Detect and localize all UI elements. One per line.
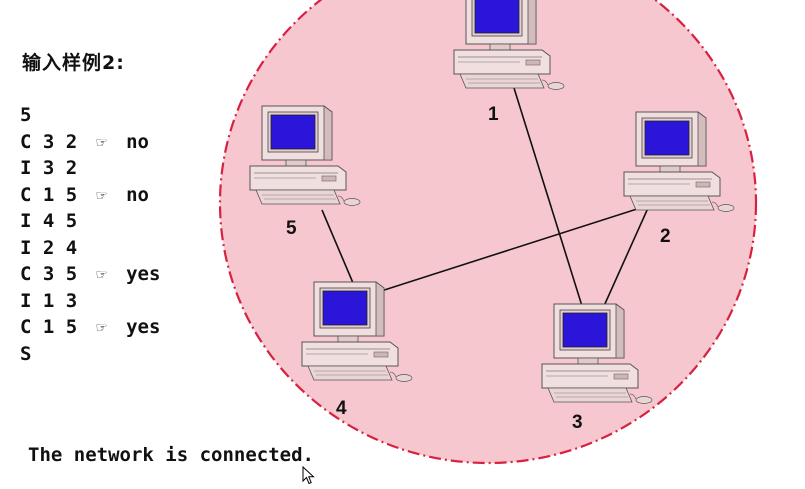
links-layer <box>321 87 649 307</box>
command-text: C 3 2 <box>20 130 78 153</box>
computer-4: 4 <box>301 281 413 419</box>
link-1-3 <box>513 87 583 307</box>
mouse-cursor-icon <box>302 466 315 485</box>
result-output: The network is connected. <box>28 444 314 466</box>
link-5-4 <box>321 209 357 291</box>
input-line: I 2 4 <box>20 235 160 262</box>
node-label-3: 3 <box>572 412 583 433</box>
command-text: I 4 5 <box>20 210 78 232</box>
input-line: I 3 2 <box>20 155 160 182</box>
query-answer: yes <box>126 263 161 285</box>
query-answer: no <box>126 130 149 153</box>
page-title: 输入样例2: <box>22 52 125 74</box>
input-line: I 1 3 <box>20 288 160 315</box>
pointing-hand-icon: ☞ <box>96 318 107 338</box>
node-label-5: 5 <box>286 218 297 239</box>
computer-3: 3 <box>541 303 653 433</box>
input-line: C 3 5 ☞ yes <box>20 261 160 288</box>
input-line: C 3 2 ☞ no <box>20 129 160 156</box>
command-text: 5 <box>20 104 32 126</box>
pointing-hand-icon: ☞ <box>96 185 107 206</box>
link-2-3 <box>603 207 649 307</box>
computer-5: 5 <box>249 105 361 239</box>
input-line: C 1 5 ☞ no <box>20 182 160 209</box>
pointing-hand-icon: ☞ <box>96 265 107 285</box>
nodes-layer: 1 2 3 4 5 <box>249 0 735 433</box>
input-line: S <box>20 341 160 368</box>
command-text: C 3 5 <box>20 263 78 285</box>
link-2-4 <box>377 207 641 293</box>
query-answer: yes <box>126 316 161 338</box>
node-label-4: 4 <box>336 398 347 419</box>
command-text: I 2 4 <box>20 236 78 259</box>
node-label-2: 2 <box>660 226 671 247</box>
command-text: I 3 2 <box>20 157 78 179</box>
command-text: I 1 3 <box>20 289 78 312</box>
sample-input: 5 C 3 2 ☞ no I 3 2 C 1 5 ☞ no I 4 5 I 2 … <box>20 102 160 367</box>
node-label-1: 1 <box>488 104 499 125</box>
computer-1: 1 <box>453 0 565 125</box>
command-text: S <box>20 342 32 365</box>
input-line: I 4 5 <box>20 208 160 235</box>
query-answer: no <box>126 183 149 206</box>
command-text: C 1 5 <box>20 316 78 338</box>
input-line: 5 <box>20 102 160 129</box>
pointing-hand-icon: ☞ <box>96 132 107 153</box>
computer-2: 2 <box>623 111 735 247</box>
command-text: C 1 5 <box>20 183 78 206</box>
input-line: C 1 5 ☞ yes <box>20 314 160 341</box>
